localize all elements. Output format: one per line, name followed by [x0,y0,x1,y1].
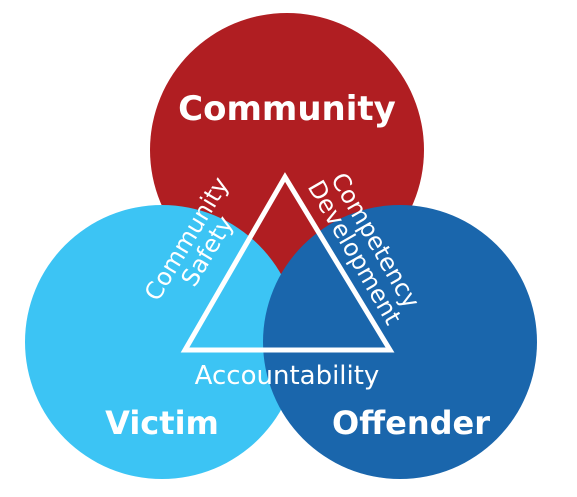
bottom-edge-label: Accountability [195,361,380,391]
offender-label: Offender [332,404,490,442]
victim-label: Victim [105,404,219,442]
offender-circle [263,205,537,479]
community-label: Community [178,89,396,129]
triangle-outline [180,172,395,353]
